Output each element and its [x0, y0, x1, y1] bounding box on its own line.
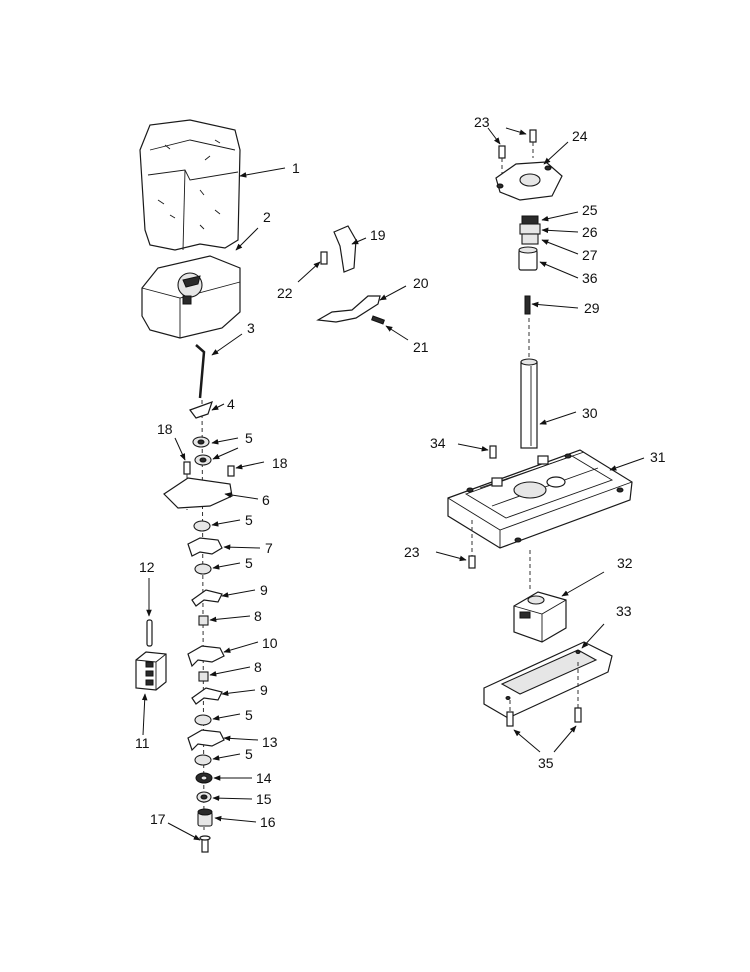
washer-part [194, 754, 212, 766]
ice-bin-part [139, 119, 241, 251]
cam-part-10 [187, 645, 225, 668]
lever-part-9 [191, 589, 223, 607]
screw-part-22 [320, 251, 328, 265]
cam-part-13 [187, 729, 225, 752]
cover-plate-part-33 [483, 641, 613, 719]
washer-part [193, 520, 211, 532]
callout-5b: 5 [245, 512, 253, 528]
rod-part-12 [146, 619, 153, 647]
callout-14: 14 [256, 770, 272, 786]
bracket-part-19 [333, 225, 357, 273]
callout-35: 35 [538, 755, 554, 771]
callout-19: 19 [370, 227, 386, 243]
callout-4: 4 [227, 396, 235, 412]
cam-part-7 [187, 537, 223, 557]
callout-13: 13 [262, 734, 278, 750]
motor-flange-part-24 [495, 161, 563, 201]
bushing-part-16 [197, 808, 213, 827]
spacer-part-8 [198, 671, 209, 682]
callout-2: 2 [263, 209, 271, 225]
screw-part-17 [199, 835, 211, 853]
callout-3: 3 [247, 320, 255, 336]
callout-26: 26 [582, 224, 598, 240]
callout-22: 22 [277, 285, 293, 301]
screw-parts-35 [506, 662, 582, 727]
callout-18a: 18 [157, 421, 173, 437]
callout-8a: 8 [254, 608, 262, 624]
callout-30: 30 [582, 405, 598, 421]
callout-23a: 23 [474, 114, 490, 130]
washer-part [194, 714, 212, 726]
callout-31: 31 [650, 449, 666, 465]
callout-32: 32 [617, 555, 633, 571]
callout-5a: 5 [245, 430, 253, 446]
callout-6: 6 [262, 492, 270, 508]
screw-part-23-bottom [468, 520, 476, 569]
callout-10: 10 [262, 635, 278, 651]
drive-shaft-part-30 [520, 358, 538, 449]
bail-arm-part [195, 344, 206, 399]
callout-5d: 5 [245, 707, 253, 723]
screw-part-34 [489, 445, 497, 459]
callout-33: 33 [616, 603, 632, 619]
drive-motor-part-32 [513, 591, 567, 643]
callout-16: 16 [260, 814, 276, 830]
coupler-stack-parts [519, 215, 541, 245]
callout-20: 20 [413, 275, 429, 291]
lever-part-9 [191, 687, 223, 705]
callout-15: 15 [256, 791, 272, 807]
arm-part-20 [316, 295, 381, 323]
callout-7: 7 [265, 540, 273, 556]
callout-18b: 18 [272, 455, 288, 471]
callout-29: 29 [584, 300, 600, 316]
callout-5e: 5 [245, 746, 253, 762]
callout-27: 27 [582, 247, 598, 263]
callout-36: 36 [582, 270, 598, 286]
callout-11: 11 [135, 735, 150, 751]
mounting-plate-part [163, 477, 233, 509]
terminal-block-part-11 [135, 651, 167, 691]
washer-parts-top [192, 436, 212, 466]
callout-9b: 9 [260, 682, 268, 698]
pin-part-21 [371, 315, 385, 325]
screw-parts-23-top [498, 129, 537, 175]
callout-8b: 8 [254, 659, 262, 675]
spacer-part-8 [198, 615, 209, 626]
ice-maker-housing-part [141, 255, 241, 339]
callout-25: 25 [582, 202, 598, 218]
base-plate-part-31 [447, 449, 633, 549]
callout-24: 24 [572, 128, 588, 144]
callout-23b: 23 [404, 544, 420, 560]
callout-12: 12 [139, 559, 155, 575]
washer-part [194, 563, 212, 575]
callout-34: 34 [430, 435, 446, 451]
callout-21: 21 [413, 339, 429, 355]
spring-clip-part [189, 401, 213, 419]
sleeve-part-36 [518, 246, 538, 271]
callout-17: 17 [150, 811, 166, 827]
callout-9a: 9 [260, 582, 268, 598]
roll-pin-part-29 [524, 295, 531, 315]
callout-1: 1 [292, 160, 300, 176]
callout-5c: 5 [245, 555, 253, 571]
